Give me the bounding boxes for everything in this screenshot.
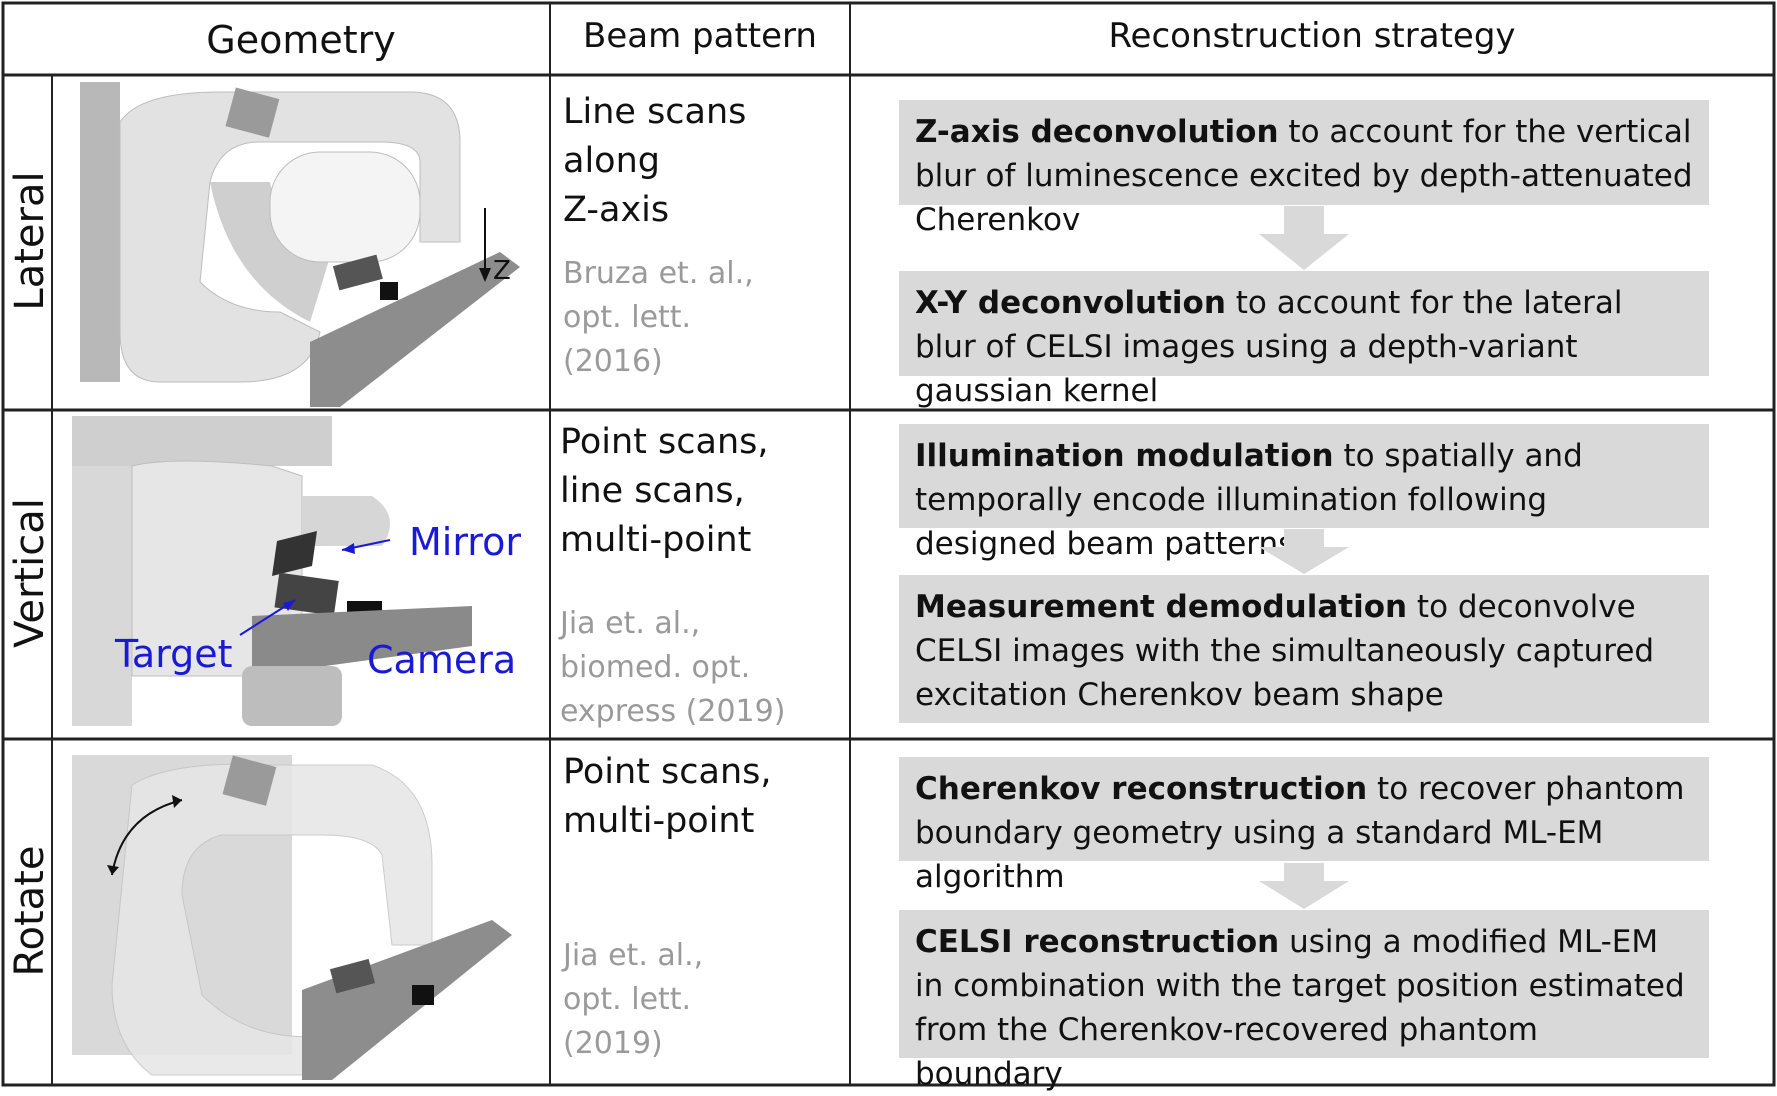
flow-arrow [1259,863,1349,909]
citation-lateral: Bruza et. al., opt. lett. (2016) [563,252,754,384]
beam-line: multi-point [563,801,755,841]
header-geometry: Geometry [206,18,396,62]
annotation-mirror: Mirror [409,520,521,564]
beam-line: line scans, [560,471,745,511]
citation-line: Jia et. al., [563,938,704,973]
beam-line: Line scans along [563,92,747,181]
z-axis-arrow [475,208,495,283]
annotation-arrows [239,539,391,636]
strategy-box-celsi-reconstruction: CELSI reconstruction using a modified ML… [899,910,1709,1092]
beam-pattern-vertical: Point scans, line scans, multi-point [560,418,845,565]
citation-rotate: Jia et. al., opt. lett. (2019) [563,934,703,1066]
strategy-title: X-Y deconvolution [915,285,1226,321]
strategy-box-cherenkov-reconstruction: Cherenkov reconstruction to recover phan… [899,757,1709,895]
citation-line: opt. lett. [563,300,692,335]
citation-line: express (2019) [560,694,786,729]
citation-line: Bruza et. al., [563,256,754,291]
header-reconstruction-strategy: Reconstruction strategy [1108,16,1516,56]
header-beam-pattern: Beam pattern [583,16,817,56]
strategy-box-z-deconvolution: Z-axis deconvolution to account for the … [899,100,1709,238]
citation-line: opt. lett. [563,982,692,1017]
z-axis-label: Z [493,256,511,286]
citation-line: (2019) [563,1026,663,1061]
flow-arrow [1259,206,1349,270]
strategy-title: Measurement demodulation [915,589,1408,625]
strategy-title: Illumination modulation [915,438,1334,474]
annotation-target: Target [115,632,233,676]
row-label-lateral: Lateral [7,171,53,311]
beam-pattern-rotate: Point scans, multi-point [563,748,848,846]
strategy-text: using a modified ML-EM in combination wi… [915,924,1685,1092]
strategy-text: to deconvolve CELSI images with the simu… [915,589,1655,713]
strategy-box-illumination-modulation: Illumination modulation to spatially and… [899,424,1709,562]
beam-line: multi-point [560,520,752,560]
row-label-rotate: Rotate [7,845,53,977]
citation-line: Jia et. al., [560,606,701,641]
citation-vertical: Jia et. al., biomed. opt. express (2019) [560,602,785,734]
flow-arrow [1259,529,1349,574]
row-label-vertical: Vertical [7,498,53,648]
beam-line: Z-axis [563,190,670,230]
strategy-title: Z-axis deconvolution [915,114,1279,150]
strategy-title: CELSI reconstruction [915,924,1280,960]
strategy-text: to spatially and temporally encode illum… [915,438,1583,562]
strategy-text: to recover phantom boundary geometry usi… [915,771,1685,895]
annotation-camera: Camera [367,638,517,682]
strategy-text: to account for the lateral blur of CELSI… [915,285,1623,409]
strategy-box-measurement-demodulation: Measurement demodulation to deconvolve C… [899,575,1709,723]
strategy-box-xy-deconvolution: X-Y deconvolution to account for the lat… [899,271,1709,409]
beam-line: Point scans, [563,752,772,792]
strategy-text: to account for the vertical blur of lumi… [915,114,1693,238]
beam-line: Point scans, [560,422,769,462]
geometry-illustration-lateral [80,82,520,407]
beam-pattern-lateral: Line scans along Z-axis [563,88,848,235]
citation-line: biomed. opt. [560,650,751,685]
citation-line: (2016) [563,344,663,379]
geometry-illustration-rotate [72,745,512,1080]
strategy-title: Cherenkov reconstruction [915,771,1368,807]
